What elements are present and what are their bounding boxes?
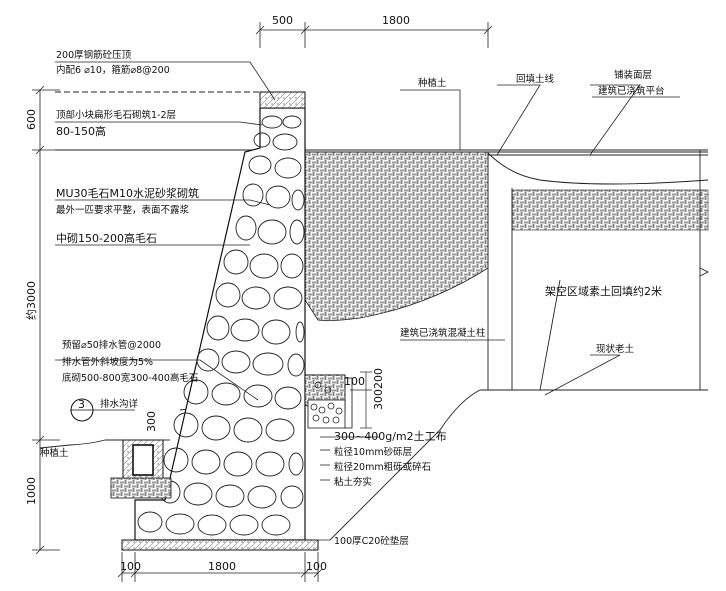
ditch-detail-label: 排水沟详 (100, 398, 139, 410)
cushion-label: 100厚C20砼垫层 (334, 535, 409, 547)
top-dimensions (255, 22, 493, 48)
backfill-soil (304, 151, 489, 322)
coping-note-line1: 200厚钢筋砼压顶 (56, 49, 132, 61)
fill-note: 架空区域素土回填约2米 (545, 284, 662, 298)
dim-drain-300: 300 (145, 411, 158, 432)
ditch-marker-number: 3 (78, 398, 85, 411)
weep-note-line1: 预留⌀50排水管@2000 (62, 339, 161, 351)
planting-soil-top-label: 种植土 (418, 77, 447, 89)
concrete-coping (259, 91, 306, 109)
coping-note-line2: 内配6 ⌀10，箍筋⌀8@200 (56, 64, 170, 76)
gravel-layer-label: 粒径20mm粗砾或碎石 (334, 461, 431, 473)
left-dimensions (32, 85, 60, 555)
c20-cushion (121, 539, 319, 551)
backfill-line-label: 回填土线 (516, 73, 555, 85)
dim-bottom-100-right: 100 (306, 560, 327, 573)
drainage-ditch (110, 439, 172, 499)
rubble-stones (137, 115, 305, 536)
dim-bottom-100-left: 100 (120, 560, 141, 573)
mortar-note-line1: MU30毛石M10水泥砂浆砌筑 (56, 186, 199, 200)
mid-stone-note: 中砌150-200高毛石 (56, 231, 157, 245)
building-platform-label: 建筑已浇筑平台 (598, 85, 665, 97)
rubble-stone-wall (134, 107, 306, 541)
dim-left-3000: 约3000 (25, 281, 38, 320)
sand-layer-label: 粒径10mm砂砾层 (334, 446, 412, 458)
paving-layer-label: 铺装面层 (614, 69, 652, 81)
dim-drain-100: 100 (344, 375, 365, 388)
planting-soil-left-label: 种植土 (40, 447, 69, 459)
weep-note-line3: 底砌500-800宽300-400高毛石 (62, 372, 198, 384)
drain-filter-pack (304, 374, 353, 429)
dim-bottom-1800: 1800 (208, 560, 236, 573)
dim-top-1800: 1800 (382, 14, 410, 27)
ditch-detail-marker: 3 (70, 398, 94, 422)
existing-soil-label: 现状老土 (596, 343, 635, 355)
dim-drain-300-200: 300200 (372, 368, 385, 410)
concrete-column-label: 建筑已浇筑混凝土柱 (400, 327, 486, 339)
mortar-note-line2: 最外一匹要求平整，表面不露浆 (56, 204, 190, 216)
clay-layer-label: 粘土夯实 (334, 476, 372, 488)
top-stone-note-line1: 顶部小块扁形毛石砌筑1-2层 (56, 109, 176, 121)
top-stone-note-line2: 80-150高 (56, 124, 106, 138)
dim-left-600: 600 (25, 109, 38, 130)
drain-dimension (350, 371, 372, 429)
dim-top-500: 500 (272, 14, 293, 27)
bottom-dimensions (117, 552, 323, 582)
platform-fill-band (511, 189, 709, 231)
geotextile-label: 300~400g/m2土工布 (334, 430, 447, 443)
weep-note-line2: 排水管外斜坡度为5% (62, 356, 153, 368)
dim-left-1000: 1000 (25, 477, 38, 505)
